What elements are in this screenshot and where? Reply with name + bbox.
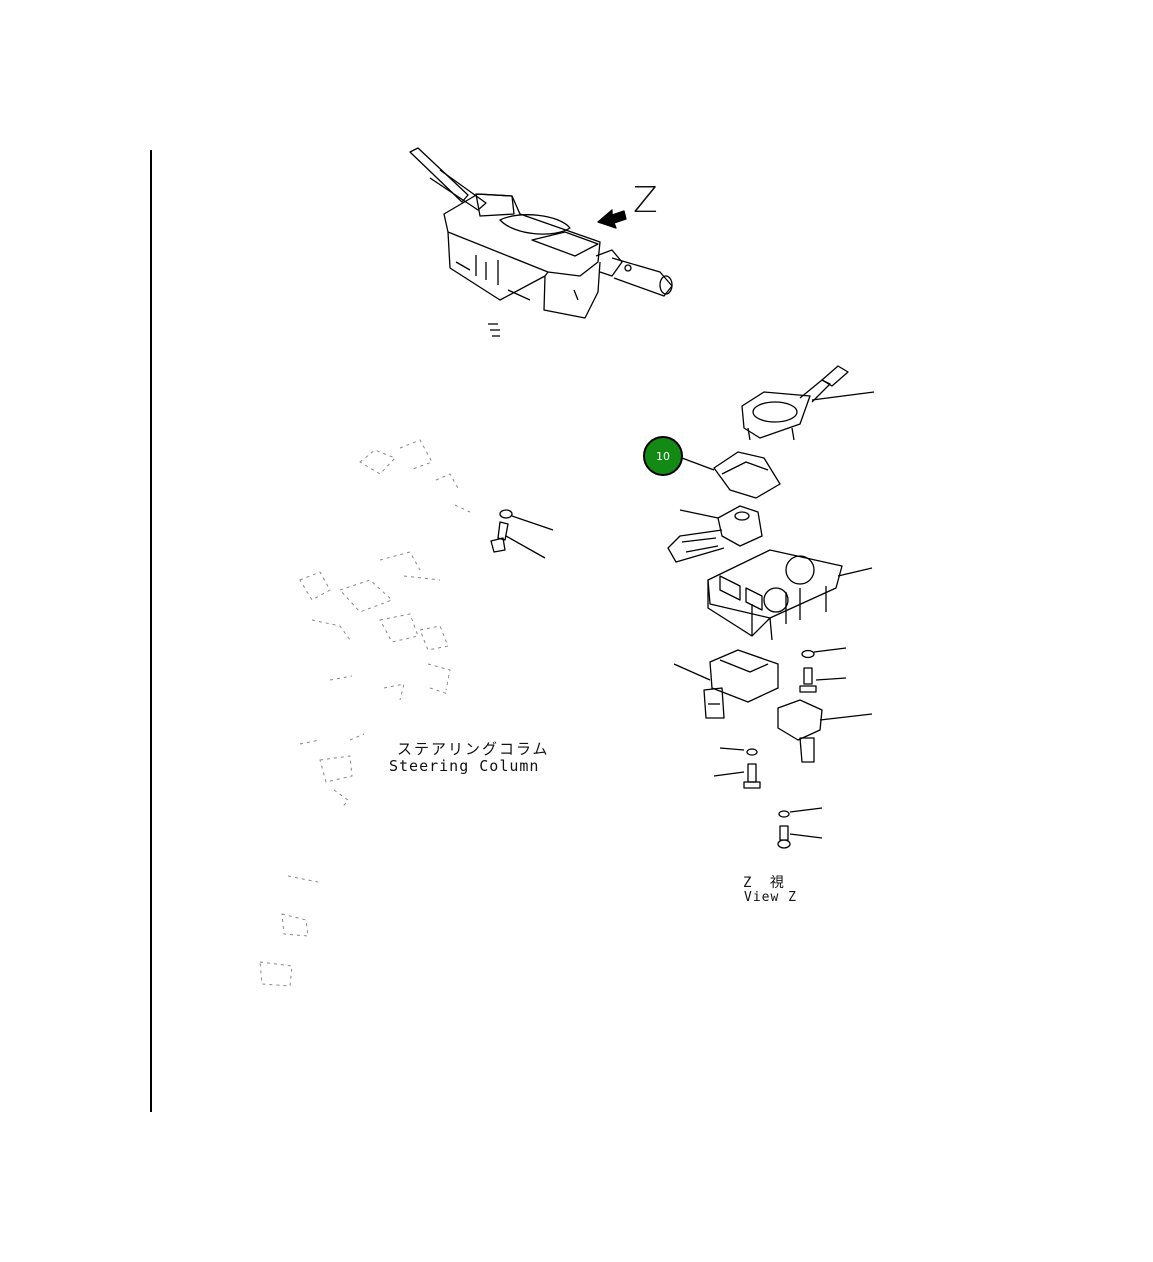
- steering-column-label-jp: ステアリングコラム: [397, 740, 550, 758]
- exploded-top-bracket: [741, 365, 875, 441]
- right-small-switch: [777, 699, 873, 763]
- view-caption-en: View Z: [744, 890, 797, 905]
- page-frame-line: [150, 150, 152, 1112]
- lever-switch: [667, 505, 763, 563]
- washers-bolts: [713, 647, 847, 849]
- base-plate: [707, 549, 873, 641]
- part-callout-10[interactable]: 10: [643, 436, 683, 476]
- view-z-marker: Z: [633, 180, 658, 221]
- part-callout-number: 10: [656, 449, 670, 463]
- switch-body: [673, 649, 779, 719]
- cover-part-10: [681, 451, 781, 499]
- top-switch-assembly: [409, 147, 673, 337]
- center-bolt: [490, 509, 554, 559]
- steering-column-label-en: Steering Column: [389, 757, 540, 775]
- view-caption-jp: Z 視: [743, 875, 789, 891]
- steering-column-faded: [259, 439, 471, 987]
